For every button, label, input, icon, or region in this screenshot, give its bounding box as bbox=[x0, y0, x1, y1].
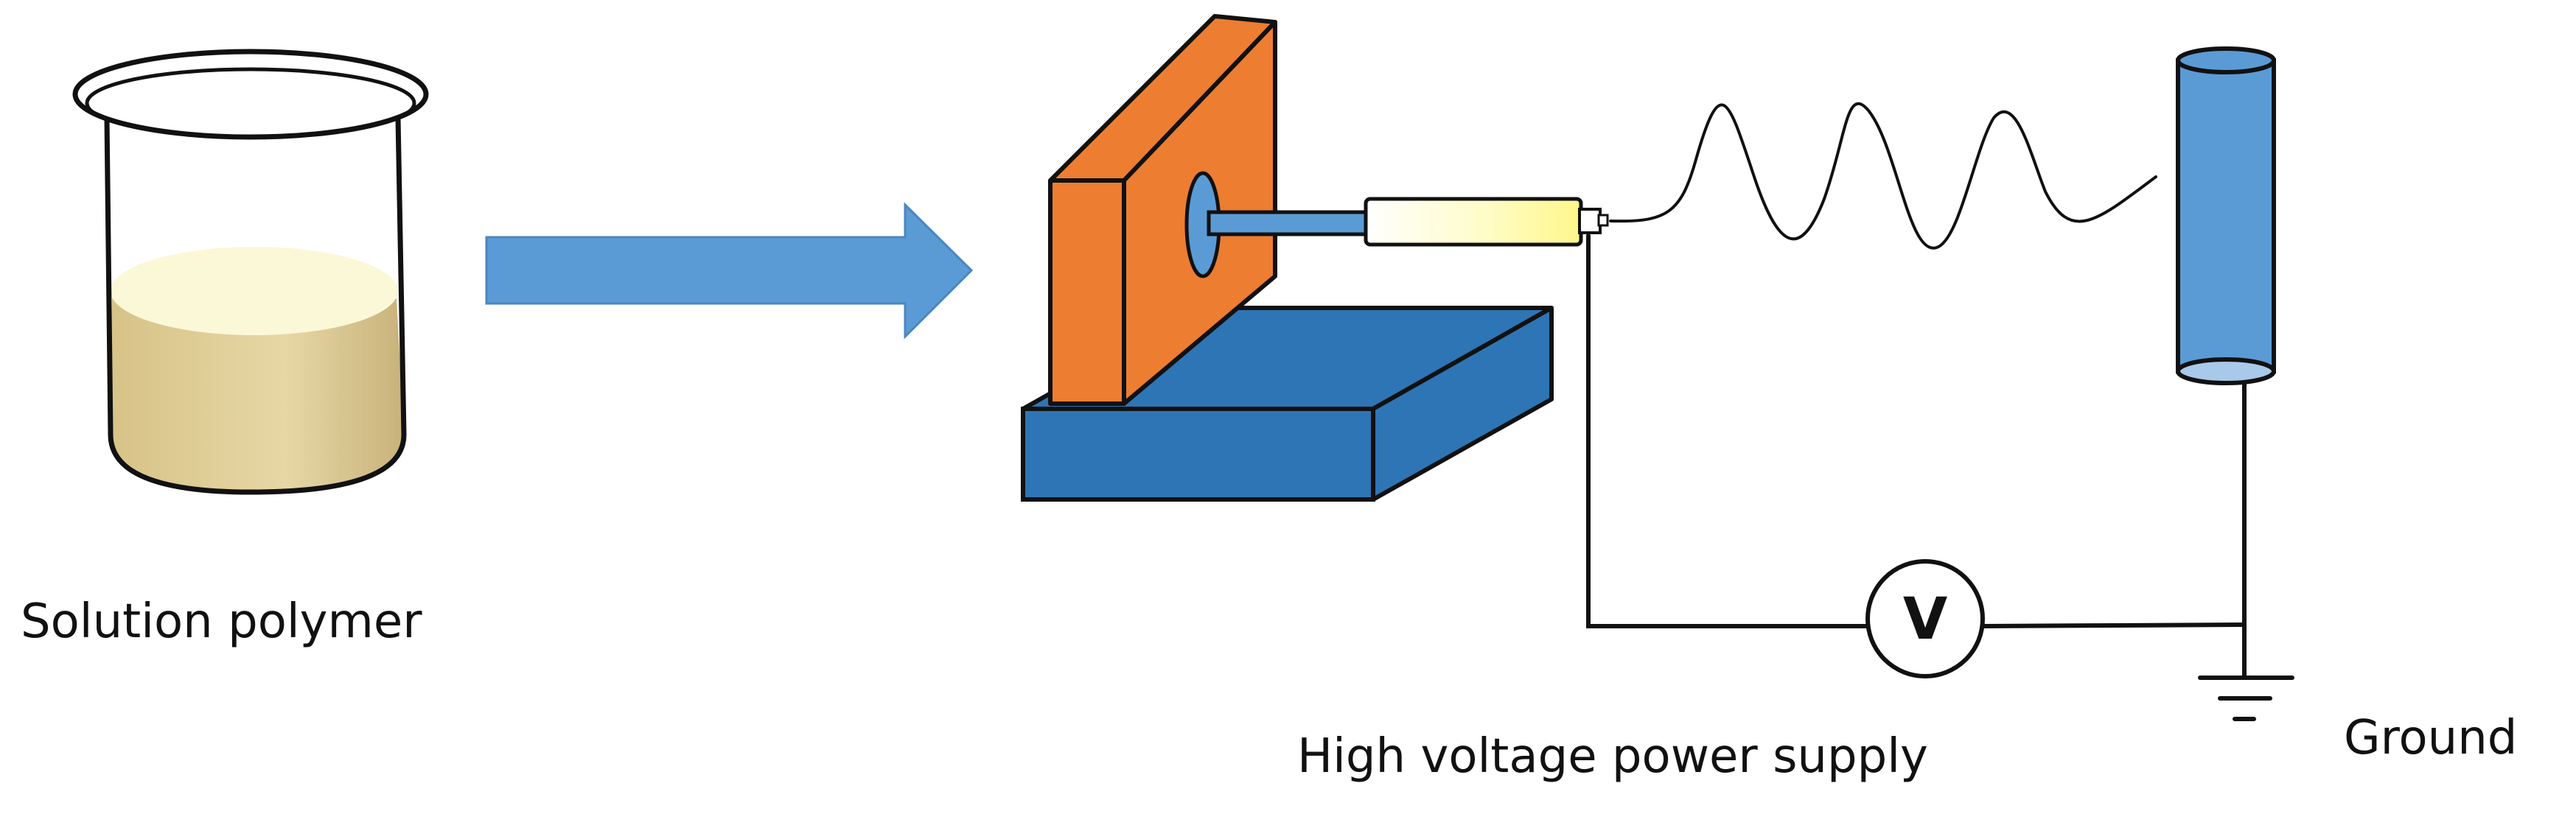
ground-symbol bbox=[2198, 676, 2294, 721]
syringe-needle bbox=[1597, 214, 1609, 227]
syringe-nozzle bbox=[1578, 208, 1602, 234]
voltmeter: V bbox=[1865, 559, 1985, 678]
collector bbox=[2176, 46, 2276, 385]
label-ground: Ground bbox=[2344, 711, 2518, 765]
label-high-voltage-power-supply: High voltage power supply bbox=[1297, 729, 1928, 784]
label-solution-polymer: Solution polymer bbox=[21, 594, 422, 649]
polymer-surface bbox=[111, 247, 398, 335]
syringe bbox=[1207, 197, 1609, 247]
flow-arrow bbox=[485, 202, 974, 340]
circuit-wires bbox=[1586, 234, 2247, 680]
syringe-plunger bbox=[1207, 210, 1369, 236]
polymer-solution bbox=[111, 280, 404, 492]
voltmeter-circle bbox=[1865, 559, 1985, 678]
beaker bbox=[72, 49, 429, 495]
syringe-holder bbox=[1048, 14, 1277, 406]
polymer-jet bbox=[1609, 102, 2157, 250]
beaker-glass bbox=[104, 117, 407, 495]
syringe-barrel bbox=[1364, 197, 1583, 247]
voltmeter-symbol: V bbox=[1903, 586, 1947, 653]
collector-bottom bbox=[2176, 357, 2276, 385]
base-block bbox=[1021, 306, 1554, 502]
